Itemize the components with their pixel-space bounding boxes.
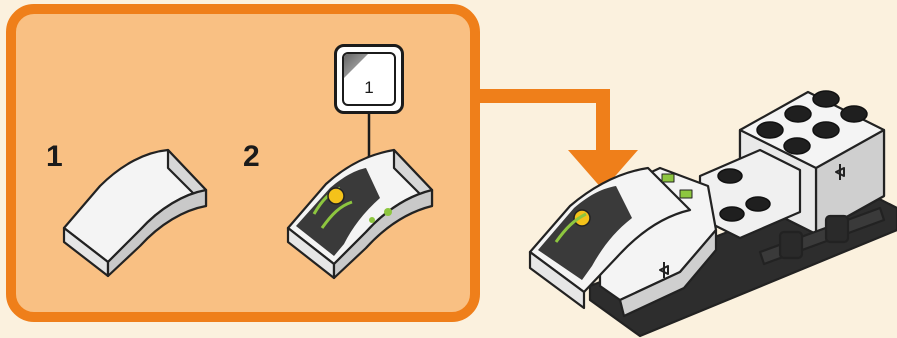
assembled-model-illustration [530, 91, 897, 336]
sticker-icon: 1 [342, 52, 396, 106]
step2-brick-illustration [288, 150, 432, 278]
step1-brick-illustration [64, 150, 206, 276]
sticker-callout-tag: 1 [334, 44, 404, 114]
callout-arrow [480, 96, 638, 190]
sticker-number: 1 [344, 78, 394, 98]
step-2-number: 2 [243, 140, 260, 174]
step-1-number: 1 [46, 140, 63, 174]
